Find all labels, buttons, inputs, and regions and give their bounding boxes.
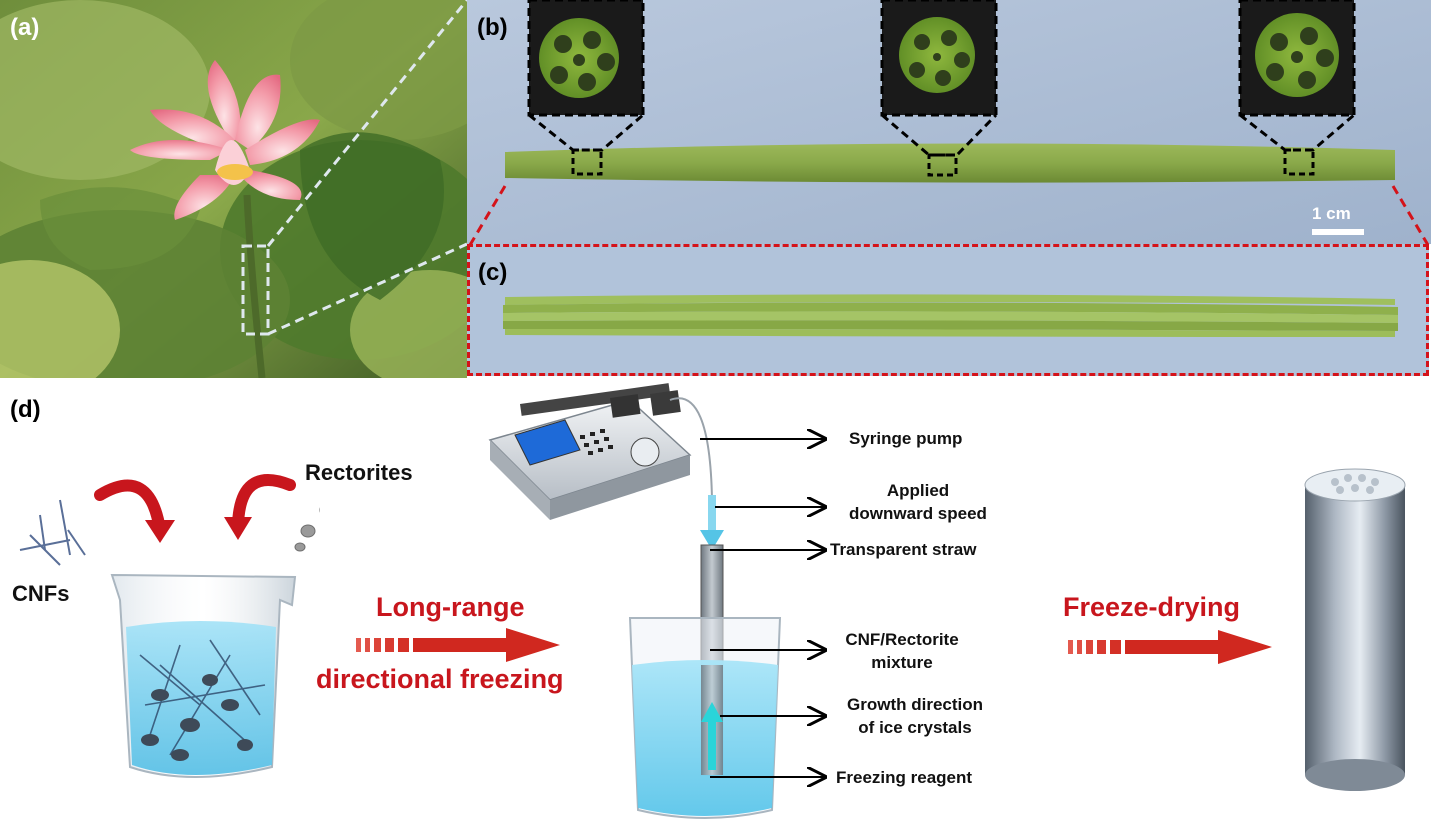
connector-line-bottom xyxy=(267,242,468,336)
split-stem-photo xyxy=(503,294,1398,337)
cross-section-2 xyxy=(880,0,998,177)
callout-transparent-straw: Transparent straw xyxy=(830,540,977,559)
callout-mixture-line-2: mixture xyxy=(871,653,933,672)
split-stem-photo-panel: (c) xyxy=(467,244,1429,376)
lotus-photo xyxy=(0,0,467,378)
scale-bar-line xyxy=(1312,229,1364,235)
process-step-1-line-2: directional freezing xyxy=(316,664,564,694)
curved-arrow-right xyxy=(232,474,296,531)
process-arrow-2 xyxy=(1068,630,1272,664)
stem-photo-panel: (b) 1 cm xyxy=(467,0,1431,244)
callout-growth-line-2: of ice crystals xyxy=(858,718,972,737)
zoom-connectors xyxy=(266,0,469,336)
cross-section-3 xyxy=(1238,0,1356,176)
rectorites-label: Rectorites xyxy=(305,460,413,485)
lotus-photo-panel: (a) xyxy=(0,0,467,378)
process-step-2: Freeze-drying xyxy=(1063,592,1241,622)
callout-syringe-pump: Syringe pump xyxy=(849,429,963,448)
curved-arrow-left xyxy=(94,479,166,536)
process-arrow-1 xyxy=(356,628,560,662)
panel-label-a: (a) xyxy=(10,14,40,41)
callout-applied-speed-line-2: downward speed xyxy=(849,504,987,523)
callout-mixture-line-1: CNF/Rectorite xyxy=(845,630,959,649)
red-zoom-connectors xyxy=(468,185,1430,246)
aerogel-cylinder-illustration xyxy=(1304,468,1406,791)
connector-line-top xyxy=(266,0,469,247)
panel-label-c: (c) xyxy=(478,259,508,286)
panel-label-b: (b) xyxy=(477,14,508,41)
scale-bar-label: 1 cm xyxy=(1312,204,1351,223)
cnfs-label: CNFs xyxy=(12,581,70,606)
callout-growth-line-1: Growth direction xyxy=(847,695,983,714)
callout-freezing-reagent: Freezing reagent xyxy=(836,768,973,787)
cross-section-1 xyxy=(527,0,645,176)
callout-arrows xyxy=(700,420,840,800)
callout-applied-speed-line-1: Applied xyxy=(886,481,950,500)
stem-photo xyxy=(467,0,1431,244)
cnf-fibers-icon xyxy=(19,499,86,566)
syringe-pump-icon xyxy=(488,383,713,520)
rectorite-particles-icon xyxy=(294,507,320,552)
process-step-1-line-1: Long-range xyxy=(376,592,525,622)
panel-label-d: (d) xyxy=(10,396,41,423)
mixing-beaker-illustration xyxy=(19,474,320,778)
